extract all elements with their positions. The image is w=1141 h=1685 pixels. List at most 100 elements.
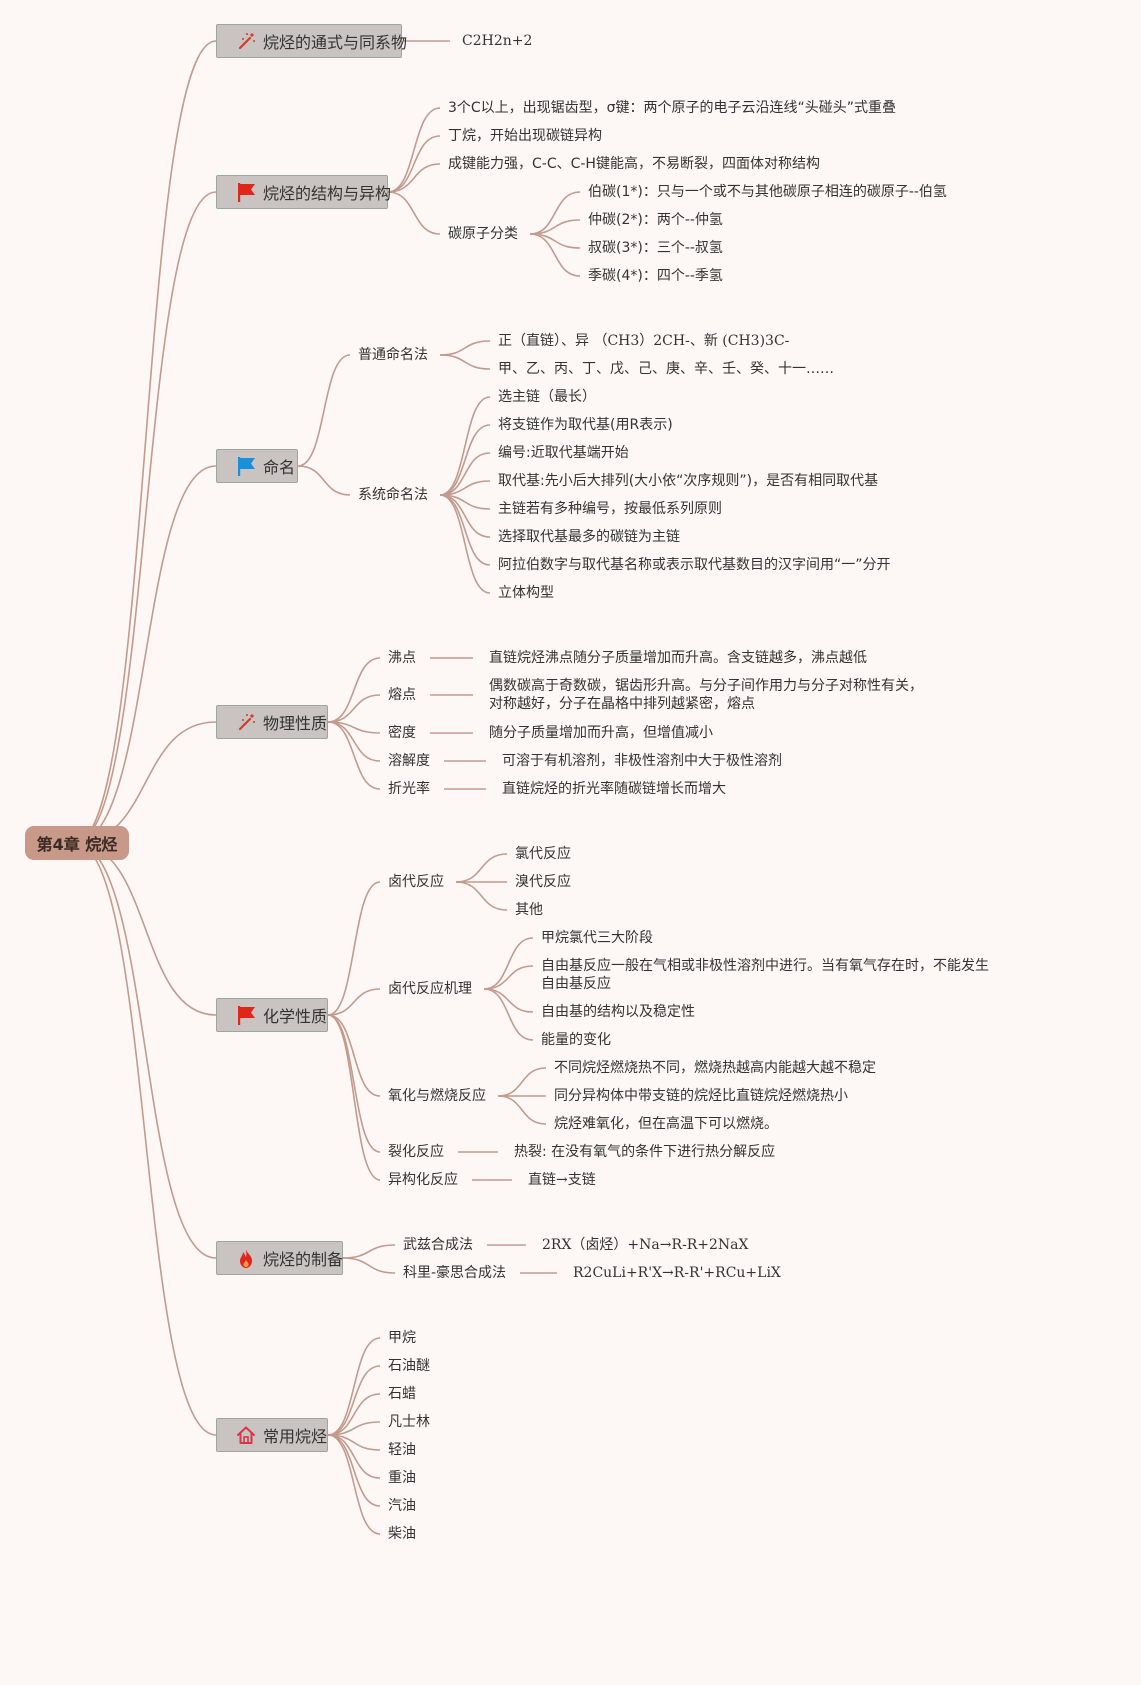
branch-1-item-3-sub-2[interactable]: 叔碳(3*)：三个--叔氢 (588, 240, 723, 256)
branch-3-item-3-sub-0[interactable]: 可溶于有机溶剂，非极性溶剂中大于极性溶剂 (502, 753, 782, 769)
branch-1-item-3-sub-3[interactable]: 季碳(4*)：四个--季氢 (588, 268, 723, 284)
branch-2-item-1-sub-2[interactable]: 编号:近取代基端开始 (498, 445, 629, 461)
branch-1-item-0[interactable]: 3个C以上，出现锯齿型，σ键：两个原子的电子云沿连线“头碰头”式重叠 (448, 100, 897, 116)
branch-3-item-2-sub-0[interactable]: 随分子质量增加而升高，但增值减小 (489, 725, 713, 741)
branch-4-item-0[interactable]: 卤代反应 (388, 874, 444, 890)
branch-2-item-1[interactable]: 系统命名法 (358, 487, 428, 503)
branch-label: 烷烃的结构与异构 (263, 184, 392, 203)
branch-4-item-2-sub-0[interactable]: 不同烷烃燃烧热不同，燃烧热越高内能越大越不稳定 (554, 1060, 876, 1076)
branch-node-1[interactable]: 烷烃的结构与异构 (216, 175, 392, 209)
branch-2-item-1-link-1 (439, 424, 491, 496)
branch-4-link-4 (327, 1014, 381, 1181)
branch-4-item-2[interactable]: 氧化与燃烧反应 (388, 1088, 486, 1104)
branch-4-link-1 (327, 988, 381, 1016)
house-icon (235, 1424, 257, 1446)
branch-5-item-0-sub-0[interactable]: 2RX（卤烃）+Na→R-R+2NaX (542, 1237, 749, 1253)
branch-1-item-1[interactable]: 丁烷，开始出现碳链异构 (448, 128, 602, 144)
red-flag-icon (235, 1004, 257, 1026)
branch-2-item-1-sub-7[interactable]: 立体构型 (498, 585, 554, 601)
branch-2-item-1-sub-0[interactable]: 选主链（最长） (498, 389, 596, 405)
branch-3-item-2[interactable]: 密度 (388, 725, 416, 741)
branch-6-item-1[interactable]: 石油醚 (388, 1358, 430, 1374)
branch-4-item-1-sub-1[interactable]: 自由基反应一般在气相或非极性溶剂中进行。当有氧气存在时，不能发生自由基反应 (541, 958, 989, 992)
branch-4-item-4[interactable]: 异构化反应 (388, 1172, 458, 1188)
branch-node-0[interactable]: 烷烃的通式与同系物 (216, 24, 407, 58)
branch-4-item-1-sub-2[interactable]: 自由基的结构以及稳定性 (541, 1004, 695, 1020)
branch-3-item-4[interactable]: 折光率 (388, 781, 430, 797)
branch-4-item-2-sub-2[interactable]: 烷烃难氧化，但在高温下可以燃烧。 (554, 1116, 778, 1132)
branch-4-item-1-link-1 (483, 965, 534, 990)
branch-4-item-1-link-3 (483, 988, 534, 1041)
branch-1-item-3-sub-1[interactable]: 仲碳(2*)：两个--仲氢 (588, 212, 723, 228)
branch-node-6[interactable]: 常用烷烃 (216, 1418, 328, 1452)
branch-4-item-0-sub-2[interactable]: 其他 (515, 902, 543, 918)
branch-2-item-1-sub-4[interactable]: 主链若有多种编号，按最低系列原则 (498, 501, 722, 517)
branch-label: 烷烃的通式与同系物 (263, 33, 408, 52)
branch-4-item-1-sub-3[interactable]: 能量的变化 (541, 1032, 611, 1048)
branch-1-link-1 (387, 135, 441, 193)
branch-6-item-3[interactable]: 凡士林 (388, 1414, 430, 1430)
magic-wand-icon (235, 711, 257, 733)
branch-2-item-1-sub-3[interactable]: 取代基:先小后大排列(大小依“次序规则”)，是否有相同取代基 (498, 473, 879, 489)
branch-3-item-1[interactable]: 熔点 (388, 687, 416, 703)
branch-2-item-1-sub-5[interactable]: 选择取代基最多的碳链为主链 (498, 529, 680, 545)
red-flag-icon (235, 181, 257, 203)
branch-3-item-3[interactable]: 溶解度 (388, 753, 430, 769)
branch-6-item-6[interactable]: 汽油 (388, 1498, 416, 1514)
branch-4-item-0-link-2 (455, 881, 508, 911)
branch-2-item-1-link-0 (439, 396, 491, 496)
branch-6-item-5[interactable]: 重油 (388, 1470, 416, 1486)
branch-node-3[interactable]: 物理性质 (216, 705, 328, 739)
branch-0-item-0[interactable]: C2H2n+2 (462, 33, 533, 49)
branch-3-item-0[interactable]: 沸点 (388, 650, 416, 666)
branch-5-item-1[interactable]: 科里-豪思合成法 (403, 1265, 507, 1281)
branch-4-item-0-sub-1[interactable]: 溴代反应 (515, 874, 571, 890)
branch-4-item-0-sub-0[interactable]: 氯代反应 (515, 846, 571, 862)
branch-1-item-3[interactable]: 碳原子分类 (448, 226, 518, 242)
branch-1-link-2 (387, 163, 441, 193)
branch-4-item-4-sub-0[interactable]: 直链→支链 (528, 1172, 596, 1188)
branch-4-item-2-link-2 (497, 1095, 547, 1125)
branch-6-item-0[interactable]: 甲烷 (388, 1330, 416, 1346)
branch-6-item-2[interactable]: 石蜡 (388, 1386, 416, 1402)
branch-4-item-3-sub-0[interactable]: 热裂: 在没有氧气的条件下进行热分解反应 (514, 1144, 776, 1160)
branch-6-item-7[interactable]: 柴油 (388, 1526, 416, 1542)
branch-2-item-0[interactable]: 普通命名法 (358, 347, 428, 363)
blue-flag-icon (235, 455, 257, 477)
branch-2-item-0-sub-0[interactable]: 正（直链）、异 （CH3）2CH-、新 (CH3)3C- (498, 333, 790, 349)
branch-1-link-0 (387, 107, 441, 193)
branch-node-5[interactable]: 烷烃的制备 (216, 1241, 343, 1275)
branch-2-item-1-sub-1[interactable]: 将支链作为取代基(用R表示) (498, 417, 673, 433)
branch-node-4[interactable]: 化学性质 (216, 998, 328, 1032)
branch-1-item-2[interactable]: 成键能力强，C-C、C-H键能高，不易断裂，四面体对称结构 (448, 156, 820, 172)
branch-6-item-4[interactable]: 轻油 (388, 1442, 416, 1458)
branch-3-item-4-sub-0[interactable]: 直链烷烃的折光率随碳链增长而增大 (502, 781, 726, 797)
branch-2-item-1-sub-6[interactable]: 阿拉伯数字与取代基名称或表示取代基数目的汉字间用“一”分开 (498, 557, 891, 573)
branch-5-item-0[interactable]: 武兹合成法 (403, 1237, 473, 1253)
root-to-branch-6 (74, 842, 217, 1436)
branch-2-item-0-sub-1[interactable]: 甲、乙、丙、丁、戊、己、庚、辛、壬、癸、十一…… (498, 361, 834, 377)
branch-5-item-1-sub-0[interactable]: R2CuLi+R'X→R-R'+RCu+LiX (573, 1265, 781, 1281)
branch-3-item-0-sub-0[interactable]: 直链烷烃沸点随分子质量增加而升高。含支链越多，沸点越低 (489, 650, 867, 666)
branch-label: 物理性质 (263, 714, 328, 733)
branch-6-link-0 (327, 1337, 381, 1436)
branch-label: 常用烷烃 (263, 1427, 328, 1446)
branch-node-2[interactable]: 命名 (216, 449, 298, 483)
branch-1-item-3-link-3 (529, 233, 581, 277)
root-to-branch-5 (74, 842, 217, 1259)
branch-3-item-1-sub-0[interactable]: 偶数碳高于奇数碳，锯齿形升高。与分子间作用力与分子对称性有关，对称越好，分子在晶… (489, 678, 923, 712)
branch-4-item-3[interactable]: 裂化反应 (388, 1144, 444, 1160)
branch-1-link-3 (387, 191, 441, 235)
branch-4-link-2 (327, 1014, 381, 1097)
root-to-branch-1 (74, 191, 217, 844)
branch-1-item-3-sub-0[interactable]: 伯碳(1*)：只与一个或不与其他碳原子相连的碳原子--伯氢 (588, 184, 947, 200)
branch-6-link-7 (327, 1434, 381, 1535)
root-node[interactable]: 第4章 烷烃 (25, 826, 129, 860)
branch-4-item-1[interactable]: 卤代反应机理 (388, 981, 472, 997)
branch-4-item-1-sub-0[interactable]: 甲烷氯代三大阶段 (541, 930, 653, 946)
branch-label: 命名 (263, 458, 296, 477)
branch-6-link-1 (327, 1365, 381, 1436)
branch-4-item-2-sub-1[interactable]: 同分异构体中带支链的烷烃比直链烷烃燃烧热小 (554, 1088, 848, 1104)
